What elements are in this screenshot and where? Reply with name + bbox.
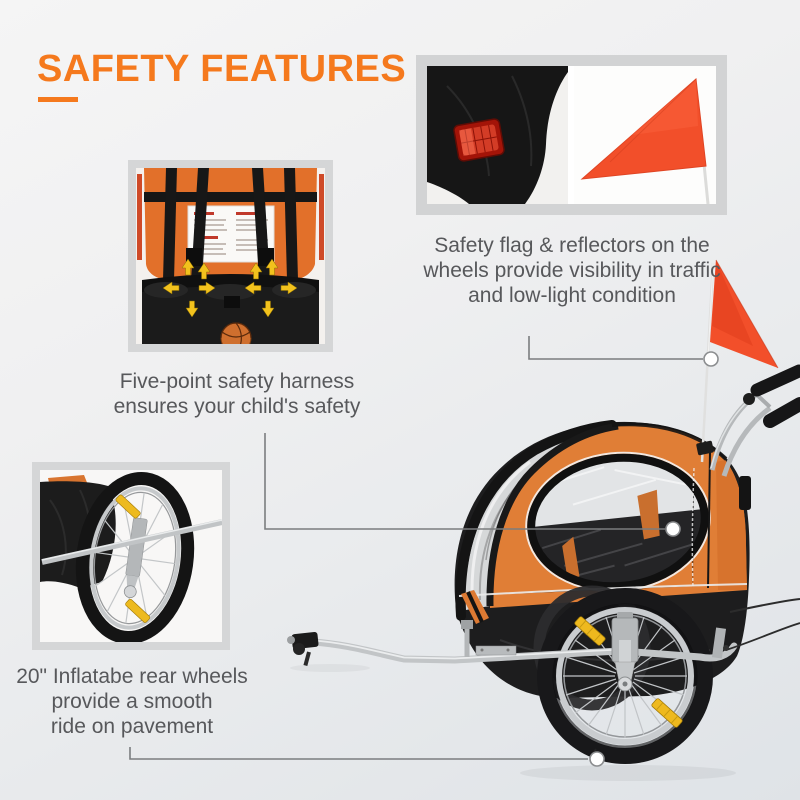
flag-reflectors-caption: Safety flag & reflectors on the wheels p… bbox=[402, 233, 742, 308]
caption-line: provide a smooth bbox=[51, 690, 213, 713]
far-wheel bbox=[533, 585, 651, 711]
callout-line-wheels bbox=[129, 747, 588, 760]
side-window bbox=[524, 449, 712, 595]
caption-line: Five-point safety harness bbox=[119, 370, 355, 393]
basketball bbox=[220, 322, 252, 344]
wheel-hub bbox=[611, 612, 639, 692]
harness-photo-frame bbox=[128, 160, 333, 352]
reflector-photo bbox=[427, 66, 568, 204]
handle-grip bbox=[750, 364, 800, 397]
wheel-photo bbox=[40, 470, 222, 642]
hitch-shadow bbox=[290, 664, 370, 672]
frame-bar bbox=[41, 519, 222, 565]
caption-line: and low-light condition bbox=[468, 284, 676, 307]
spoke-reflector bbox=[651, 698, 683, 728]
spokes bbox=[563, 614, 687, 738]
wheel-photo-frame bbox=[32, 462, 230, 650]
flag-reflector-panel bbox=[416, 55, 727, 215]
handle-grip bbox=[763, 397, 800, 428]
push-handlebar bbox=[696, 364, 800, 477]
harness-straps bbox=[163, 168, 298, 280]
brake-cables bbox=[723, 598, 800, 651]
callout-dot-flag bbox=[703, 351, 719, 367]
flag-photo bbox=[574, 66, 716, 204]
callout-line-flag bbox=[528, 336, 703, 360]
tow-bar bbox=[287, 620, 738, 667]
caption-line: ride on pavement bbox=[50, 715, 214, 738]
harness-photo bbox=[136, 168, 325, 344]
wheels-caption: 20" Inflatabe rear wheels provide a smoo… bbox=[2, 664, 262, 739]
caption-line: wheels provide visibility in traffic bbox=[423, 259, 721, 282]
red-reflector bbox=[453, 118, 505, 162]
trailer-body bbox=[454, 420, 751, 698]
wheel-shadow bbox=[520, 765, 736, 781]
hitch-coupler bbox=[287, 631, 319, 667]
callout-line-harness bbox=[264, 433, 665, 530]
callout-dot-wheels bbox=[589, 751, 605, 767]
spoke-reflector bbox=[574, 616, 606, 646]
caption-line: ensures your child's safety bbox=[113, 395, 361, 418]
caption-line: Safety flag & reflectors on the bbox=[434, 234, 710, 257]
caption-line: 20" Inflatabe rear wheels bbox=[16, 665, 248, 688]
callout-dot-harness bbox=[665, 521, 681, 537]
title-dash bbox=[38, 97, 78, 102]
harness-caption: Five-point safety harness ensures your c… bbox=[87, 369, 387, 419]
rear-wheel bbox=[537, 588, 713, 764]
page-title: SAFETY FEATURES bbox=[37, 48, 407, 90]
